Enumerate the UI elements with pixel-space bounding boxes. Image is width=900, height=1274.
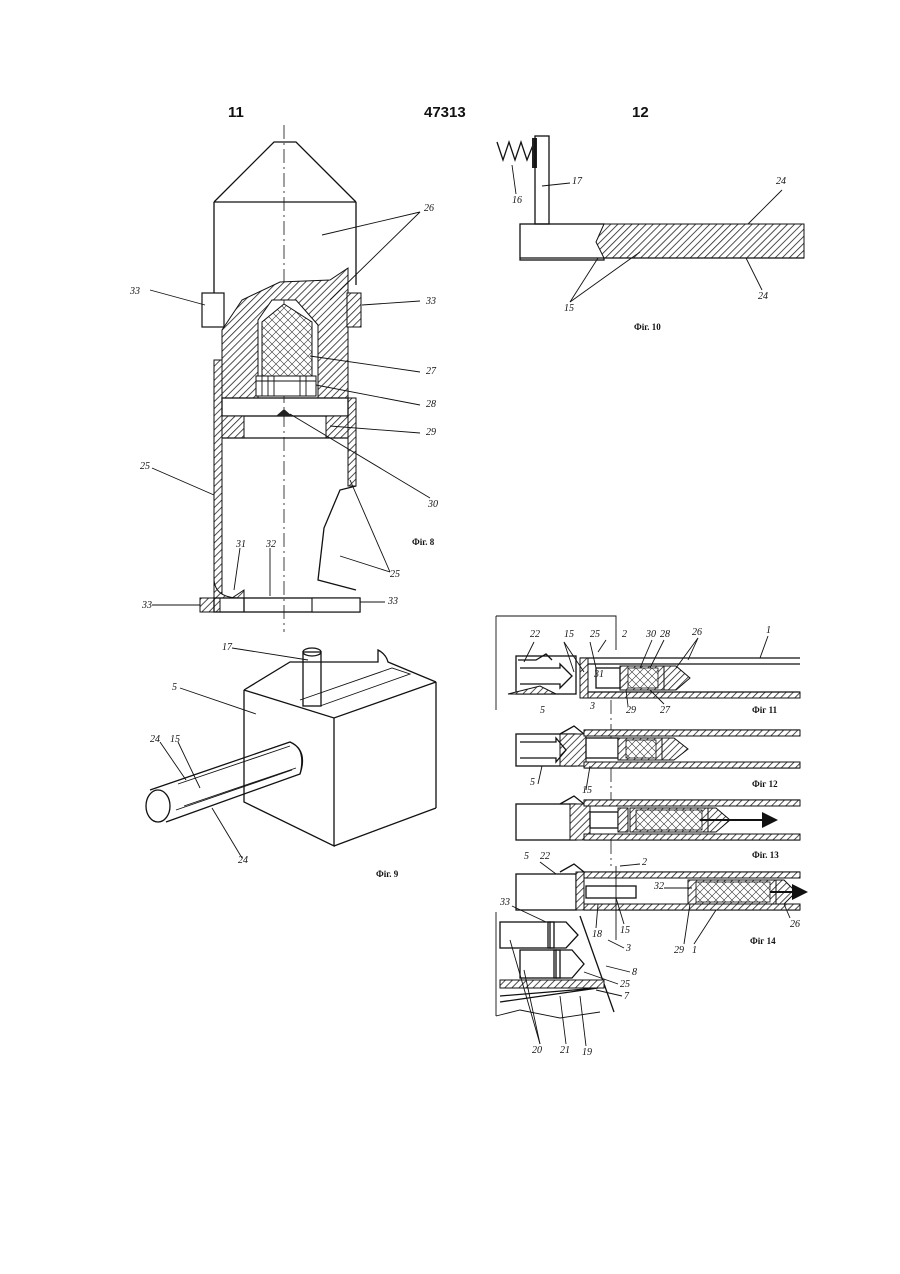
- fig8-wall-right: [348, 398, 356, 486]
- fig10-caption: Фіг. 10: [634, 322, 661, 332]
- fig8-base-ring-left: [200, 598, 220, 612]
- fig14-label-1: 1: [692, 946, 697, 956]
- fig11-launcher-5: [516, 656, 576, 694]
- fig9-caption: Фіг. 9: [376, 869, 398, 879]
- fig13-caption: Фіг. 13: [752, 850, 779, 860]
- fig9-label-24: 24: [238, 856, 248, 866]
- fig14-label-20: 20: [532, 1046, 542, 1056]
- fig14-label-21: 21: [560, 1046, 570, 1056]
- fig11-label-5: 5: [540, 706, 545, 716]
- fig14-label-15: 15: [620, 926, 630, 936]
- fig14-label-2: 2: [642, 858, 647, 868]
- fig12-label-5: 5: [530, 778, 535, 788]
- fig8-leaders: [150, 212, 430, 605]
- fig11-label-27: 27: [660, 706, 670, 716]
- fig8-label-33: 33: [130, 287, 140, 297]
- fig11-label-25: 25: [590, 630, 600, 640]
- fig8-label-33: 33: [388, 597, 398, 607]
- fig14-label-25: 25: [620, 980, 630, 990]
- fig8-flange-right: [347, 293, 361, 327]
- fig9-shaft-15: [150, 742, 302, 822]
- fig8-striker: [276, 409, 292, 416]
- fig8-label-25: 25: [390, 570, 400, 580]
- fig14-label-3: 3: [626, 944, 631, 954]
- fig8-label-31: 31: [236, 540, 246, 550]
- fig8-cap: [256, 376, 316, 396]
- fig14-label-18: 18: [592, 930, 602, 940]
- fig14-label-33: 33: [500, 898, 510, 908]
- fig10-label-16: 16: [512, 196, 522, 206]
- fig9-label-24: 24: [150, 735, 160, 745]
- fig14-label-26: 26: [790, 920, 800, 930]
- fig14-label-8: 8: [632, 968, 637, 978]
- fig14-label-19: 19: [582, 1048, 592, 1058]
- fig8-label-29: 29: [426, 428, 436, 438]
- fig8-label-28: 28: [426, 400, 436, 410]
- fig11-label-26: 26: [692, 628, 702, 638]
- fig8-payload: [262, 304, 312, 376]
- fig10-label-24: 24: [776, 177, 786, 187]
- fig11-label-22: 22: [530, 630, 540, 640]
- fig8-label-33: 33: [142, 601, 152, 611]
- fig14-label-22: 22: [540, 852, 550, 862]
- fig11-label-1: 1: [766, 626, 771, 636]
- fig14-label-5: 5: [524, 852, 529, 862]
- fig8-cutaway: [318, 486, 356, 590]
- fig10-spring: [497, 142, 533, 160]
- fig8-flange-left: [202, 293, 224, 327]
- fig8-nose-cone: [214, 142, 356, 202]
- fig8-drawing: [200, 125, 361, 632]
- fig11-label-31: 31: [594, 670, 604, 680]
- fig11-caption: Фіг 11: [752, 705, 777, 715]
- fig10-drawing: [497, 136, 804, 260]
- fig10-shaft: [596, 224, 804, 258]
- fig9-label-5: 5: [172, 683, 177, 693]
- fig11-label-15: 15: [564, 630, 574, 640]
- fig8-label-30: 30: [428, 500, 438, 510]
- fig8-label-32: 32: [266, 540, 276, 550]
- fig8-wall-left: [214, 360, 222, 598]
- fig8-label-25: 25: [140, 462, 150, 472]
- fig8-label-26: 26: [424, 204, 434, 214]
- fig8-label-27: 27: [426, 367, 436, 377]
- fig14-label-29: 29: [674, 946, 684, 956]
- fig10-block-15: [520, 224, 604, 260]
- fig14-label-32: 32: [654, 882, 664, 892]
- fig12-label-15: 15: [582, 786, 592, 796]
- fig10-label-24: 24: [758, 292, 768, 302]
- fig9-block-top: [244, 650, 436, 690]
- fig9-label-17: 17: [222, 643, 232, 653]
- fig11-label-3: 3: [590, 702, 595, 712]
- fig10-label-17: 17: [572, 177, 582, 187]
- fig11-label-28: 28: [660, 630, 670, 640]
- fig11-label-2: 2: [622, 630, 627, 640]
- fig14-caption: Фіг 14: [750, 936, 776, 946]
- fig14-label-7: 7: [624, 992, 629, 1002]
- fig12-caption: Фіг 12: [752, 779, 778, 789]
- fig10-rod-17: [535, 136, 549, 224]
- fig9-label-15: 15: [170, 735, 180, 745]
- fig8-caption: Фіг. 8: [412, 537, 434, 547]
- fig9-leaders: [160, 648, 308, 858]
- fig8-label-33: 33: [426, 297, 436, 307]
- fig11-label-30: 30: [646, 630, 656, 640]
- fig10-label-15: 15: [564, 304, 574, 314]
- fig11-label-29: 29: [626, 706, 636, 716]
- fig9-drawing: [146, 648, 436, 846]
